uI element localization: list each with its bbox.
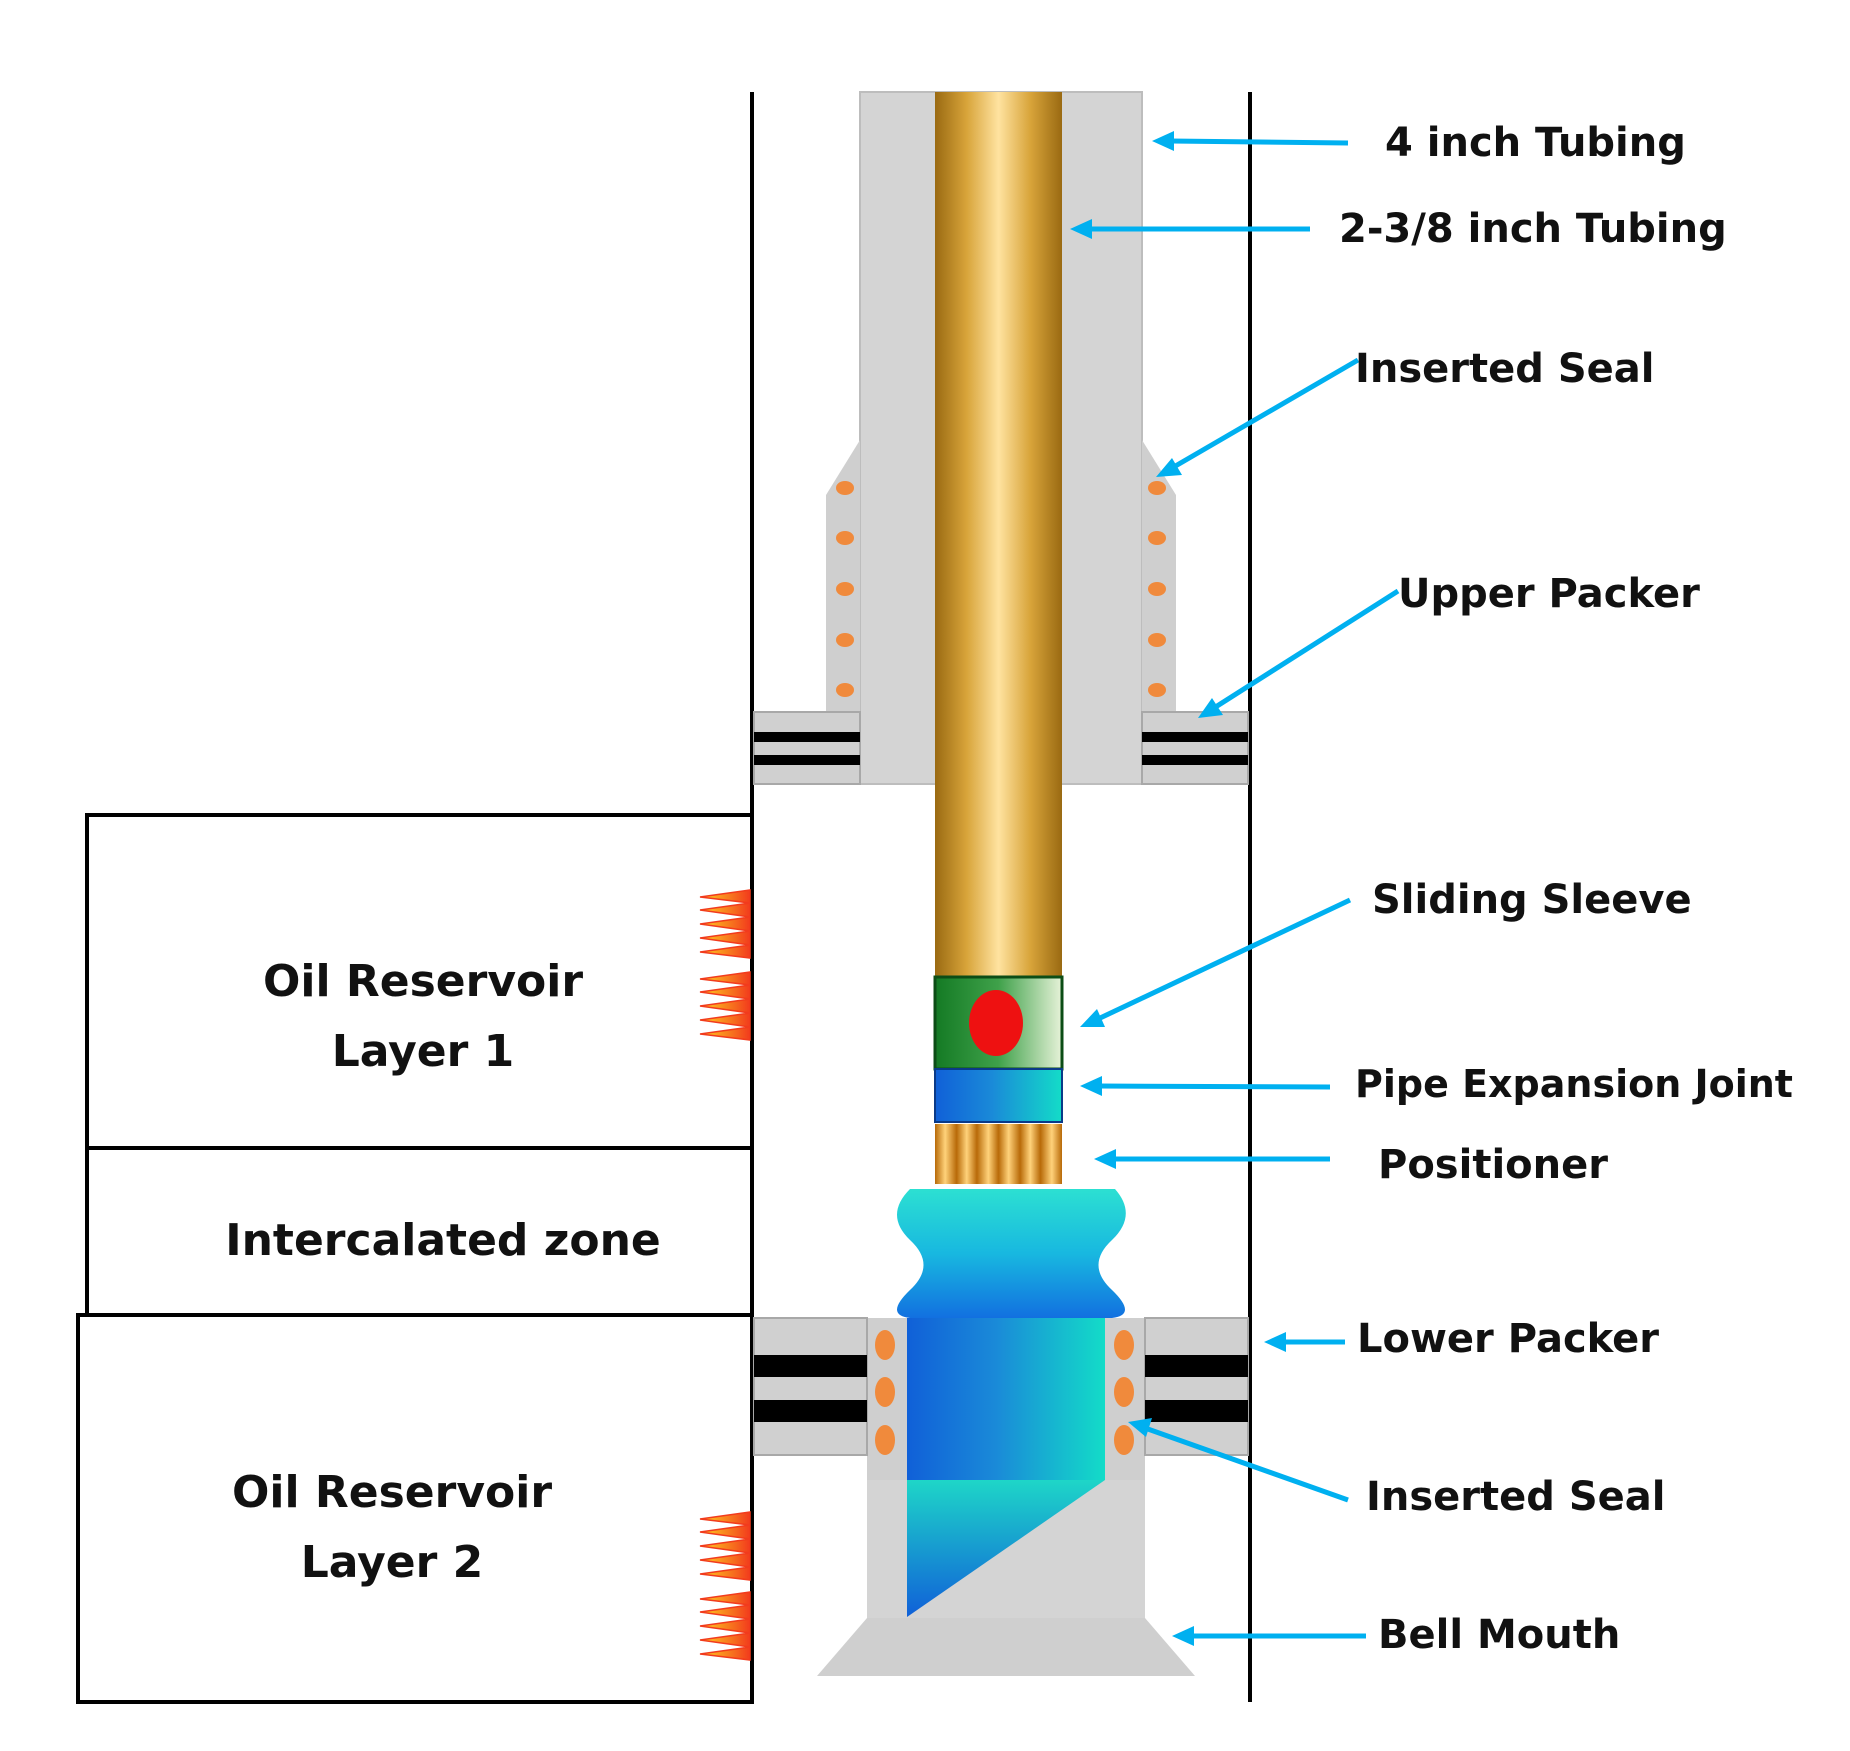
sliding-sleeve bbox=[933, 975, 1064, 1071]
arrow-inserted-seal-lower bbox=[1128, 1418, 1349, 1503]
lower-packer-right bbox=[1144, 1317, 1249, 1456]
callout-arrows bbox=[1070, 131, 1400, 1646]
lower-seal-mandrel bbox=[907, 1318, 1105, 1480]
positioner bbox=[935, 1124, 1062, 1184]
pipe-expansion-joint bbox=[934, 1068, 1063, 1123]
lower-packer-left bbox=[753, 1317, 868, 1456]
arrow-sliding-sleeve bbox=[1080, 897, 1352, 1027]
label-four-inch-tubing: 4 inch Tubing bbox=[1385, 120, 1686, 166]
upper-inserted-seal-dots bbox=[836, 481, 1166, 697]
cutoff-wedge bbox=[907, 1480, 1105, 1617]
label-bell-mouth: Bell Mouth bbox=[1378, 1612, 1620, 1658]
zone-layer2-line1: Oil Reservoir bbox=[232, 1467, 552, 1518]
bell-mouth bbox=[817, 1618, 1195, 1676]
upper-packer-left bbox=[753, 711, 861, 785]
flame-icon bbox=[699, 971, 751, 1041]
flame-icon bbox=[699, 889, 751, 959]
label-upper-packer: Upper Packer bbox=[1398, 571, 1700, 617]
two-three-eighths-inch-tubing bbox=[935, 92, 1062, 977]
arrow-upper-packer bbox=[1198, 588, 1400, 718]
sleeve-ball bbox=[969, 990, 1023, 1056]
arrow-two-three-eighths-tubing bbox=[1070, 219, 1310, 239]
arrow-inserted-seal-upper bbox=[1156, 357, 1360, 477]
bellows-section bbox=[897, 1189, 1126, 1318]
upper-seal-housing-right bbox=[1142, 440, 1176, 712]
lower-inserted-seal-dots bbox=[875, 1330, 1134, 1455]
zone-layer2-line2: Layer 2 bbox=[301, 1537, 484, 1588]
label-lower-packer: Lower Packer bbox=[1357, 1316, 1659, 1362]
zone-layer1-line1: Oil Reservoir bbox=[263, 956, 583, 1007]
zone-intercalated: Intercalated zone bbox=[225, 1215, 661, 1266]
lower-assembly bbox=[753, 1317, 1249, 1676]
label-two-three-eighths-tubing: 2-3/8 inch Tubing bbox=[1339, 206, 1727, 252]
label-inserted-seal-lower: Inserted Seal bbox=[1366, 1474, 1665, 1520]
flame-icon bbox=[699, 1511, 751, 1581]
label-sliding-sleeve: Sliding Sleeve bbox=[1372, 877, 1692, 923]
upper-assembly bbox=[753, 91, 1249, 785]
arrow-positioner bbox=[1094, 1149, 1330, 1169]
arrow-bell-mouth bbox=[1172, 1626, 1366, 1646]
label-pipe-expansion-joint: Pipe Expansion Joint bbox=[1355, 1062, 1793, 1106]
perforation-flames bbox=[699, 889, 751, 1661]
arrow-four-inch-tubing bbox=[1152, 131, 1349, 151]
upper-seal-housing-left bbox=[826, 440, 860, 712]
label-positioner: Positioner bbox=[1378, 1142, 1608, 1188]
label-inserted-seal-upper: Inserted Seal bbox=[1355, 346, 1654, 392]
flame-icon bbox=[699, 1591, 751, 1661]
zone-labels: Oil Reservoir Layer 1 Intercalated zone … bbox=[225, 956, 661, 1588]
zone-layer1-line2: Layer 1 bbox=[332, 1026, 515, 1077]
arrow-pipe-expansion-joint bbox=[1080, 1076, 1331, 1096]
upper-packer-right bbox=[1141, 711, 1249, 785]
arrow-lower-packer bbox=[1264, 1332, 1345, 1352]
component-labels: 4 inch Tubing 2-3/8 inch Tubing Inserted… bbox=[1339, 120, 1793, 1658]
